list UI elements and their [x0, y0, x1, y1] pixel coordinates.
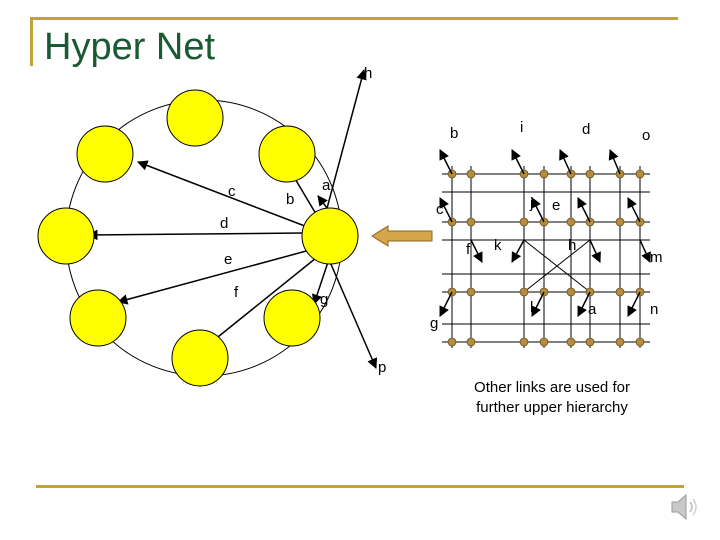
ring-node-center	[301, 207, 359, 265]
ring-label-b: b	[286, 191, 294, 208]
caption-line-1: Other links are used for	[474, 379, 630, 396]
top-rule	[30, 17, 678, 20]
ring-node-bottom-left	[69, 289, 127, 347]
bottom-rule	[36, 485, 684, 488]
spoke-to-top-left	[137, 160, 311, 229]
grid-label-i: i	[520, 119, 523, 136]
grid-nodes	[447, 169, 645, 347]
caption-line-2: further upper hierarchy	[476, 399, 628, 416]
grid-label-h: h	[568, 237, 576, 254]
grid-label-n: n	[650, 301, 658, 318]
grid-label-c: c	[436, 201, 444, 218]
link-h	[325, 68, 367, 213]
grid-label-b: b	[450, 125, 458, 142]
grid-label-a: a	[588, 301, 597, 318]
ring-node-top-left	[76, 125, 134, 183]
grid-lines	[442, 166, 650, 348]
grid-label-f: f	[466, 241, 471, 258]
grid-label-d: d	[582, 121, 590, 138]
grid-label-k: k	[494, 237, 502, 254]
grid-label-l: l	[530, 299, 533, 316]
title-rule	[30, 18, 33, 66]
speaker-icon[interactable]	[668, 490, 702, 529]
ring-label-h: h	[364, 65, 372, 82]
ring-node-left	[37, 207, 95, 265]
block-arrow-left	[371, 225, 433, 247]
ring-label-e: e	[224, 251, 232, 268]
ring-label-a: a	[322, 177, 331, 194]
link-p	[329, 261, 378, 369]
ring-node-bottom	[171, 329, 229, 387]
ring-node-bottom-right	[263, 289, 321, 347]
ring-label-c: c	[228, 183, 236, 200]
ring-node-top	[166, 89, 224, 147]
slide-title: Hyper Net	[44, 26, 216, 68]
grid-label-m: m	[650, 249, 663, 266]
ring-label-p: p	[378, 359, 386, 376]
grid-label-g: g	[430, 315, 438, 332]
ring-label-g: g	[320, 291, 328, 308]
ring-label-f: f	[234, 284, 239, 301]
caption: Other links are used for further upper h…	[432, 378, 672, 418]
ring-label-d: d	[220, 215, 228, 232]
grid-outward-links	[439, 149, 651, 317]
spoke-to-bottom-left	[116, 249, 311, 305]
spoke-to-left	[86, 229, 305, 241]
spoke-to-bottom-right	[312, 261, 329, 305]
ring-node-top-right	[258, 125, 316, 183]
grid-label-e: e	[552, 197, 560, 214]
spoke-to-bottom	[207, 257, 317, 346]
grid-label-j: j	[529, 195, 533, 212]
grid-label-o: o	[642, 127, 650, 144]
